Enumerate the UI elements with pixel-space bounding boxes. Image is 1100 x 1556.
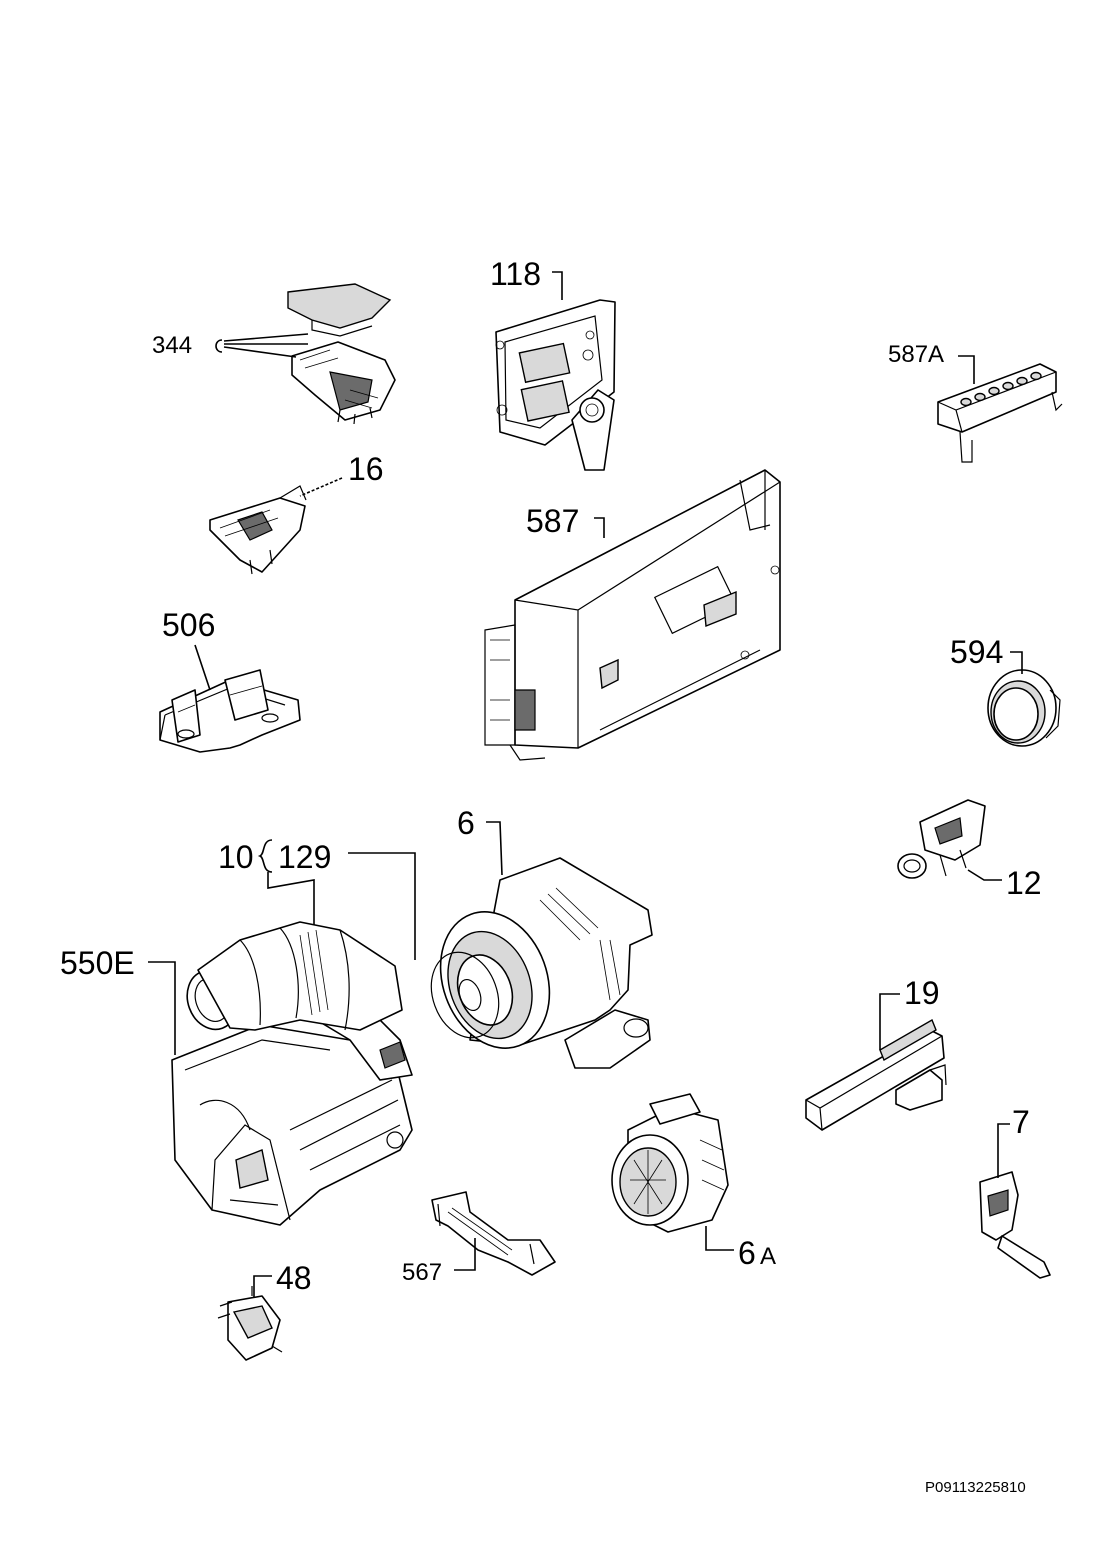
part-label-594: 594	[950, 634, 1003, 670]
part-label-48: 48	[276, 1260, 312, 1296]
part-label-587: 587	[526, 503, 579, 539]
part-16-drawing	[209, 485, 307, 575]
part-587A-drawing	[937, 363, 1063, 463]
part-506-callout: 506	[162, 607, 215, 691]
part-label-344: 344	[152, 332, 192, 359]
part-label-587A: 587A	[888, 341, 944, 368]
part-19-drawing	[805, 1018, 947, 1131]
part-7-drawing	[979, 1171, 1051, 1279]
part-label-12: 12	[1006, 865, 1042, 901]
part-567-callout: 567	[402, 1238, 476, 1286]
part-118-callout: 118	[490, 256, 563, 300]
part-506-drawing	[159, 669, 301, 753]
part-19-callout: 19	[879, 975, 940, 1050]
part-567-drawing	[431, 1191, 556, 1276]
part-label-16: 16	[348, 451, 384, 487]
part-10-129-callout: 10 129	[218, 839, 416, 960]
part-label-567: 567	[402, 1259, 442, 1286]
part-129-drawing	[186, 921, 403, 1031]
part-550E-callout: 550E	[60, 945, 176, 1055]
part-label-10: 10	[218, 839, 254, 875]
part-label-6: 6	[457, 805, 475, 841]
part-587-callout: 587	[526, 503, 605, 539]
part-12-callout: 12	[967, 865, 1042, 901]
part-344-callout: 344	[152, 332, 309, 359]
part-label-19: 19	[904, 975, 940, 1011]
part-7-callout: 7	[997, 1104, 1030, 1178]
part-594-drawing	[987, 669, 1061, 747]
part-118-drawing	[495, 299, 616, 471]
part-6A-drawing	[611, 1093, 729, 1233]
part-6A-callout: 6 A	[705, 1226, 776, 1271]
part-344-drawing	[287, 283, 396, 425]
part-label-118: 118	[490, 256, 541, 292]
part-12-drawing	[897, 799, 986, 879]
part-label-6A-suffix: A	[760, 1243, 776, 1270]
part-6-callout: 6	[457, 805, 503, 876]
part-48-drawing	[217, 1286, 283, 1361]
part-48-callout: 48	[253, 1260, 312, 1298]
part-550E-drawing	[171, 999, 413, 1226]
diagram-reference-code: P09113225810	[925, 1479, 1026, 1496]
part-587A-callout: 587A	[888, 341, 975, 384]
part-6-drawing	[430, 857, 653, 1069]
part-label-506: 506	[162, 607, 215, 643]
part-label-129: 129	[278, 839, 331, 875]
part-16-callout: 16	[299, 451, 384, 497]
part-587-drawing	[484, 469, 781, 761]
part-label-550E: 550E	[60, 945, 135, 981]
part-label-7: 7	[1012, 1104, 1030, 1140]
part-label-6A-number: 6	[738, 1235, 756, 1271]
part-594-callout: 594	[950, 634, 1023, 674]
